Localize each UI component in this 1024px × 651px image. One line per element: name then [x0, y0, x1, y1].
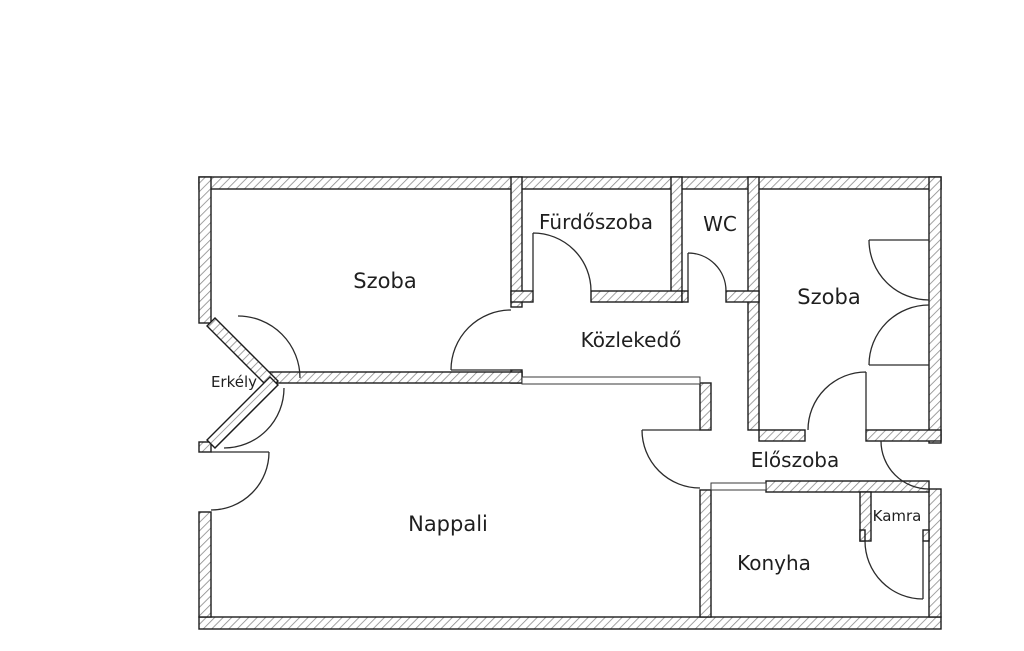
wall-left-stub [198, 441, 212, 453]
exterior-walls [198, 176, 942, 630]
wall-segment [699, 382, 712, 431]
wall-segment [758, 429, 806, 442]
door-arc-bedroom-left [450, 309, 512, 371]
door-arc-bedroom-right [807, 371, 867, 431]
wall-segment [590, 290, 683, 303]
wall-bottom [198, 616, 942, 630]
wall-left-lower [198, 511, 212, 618]
wall-segment [747, 176, 760, 431]
wall-right-upper [928, 176, 942, 444]
room-label-corridor: Közlekedő [581, 328, 682, 352]
passage-corridor-livingroom [521, 376, 701, 385]
wall-segment [859, 529, 866, 542]
door-arc-pantry [864, 540, 924, 600]
wall-segment [699, 489, 712, 618]
interior-walls [206, 176, 942, 618]
wall-segment [510, 176, 523, 308]
wall-segment [681, 290, 689, 303]
door-arc-entrance [880, 440, 930, 490]
door-arc-bathroom [532, 232, 592, 292]
room-label-bathroom: Fürdőszoba [539, 210, 653, 234]
wall-top [198, 176, 942, 190]
room-label-bedroom-left: Szoba [353, 269, 416, 293]
door-arc-wc [687, 252, 727, 292]
door-arc-livingroom-entryhall [641, 429, 701, 489]
room-labels: Szoba Fürdőszoba WC Szoba Közlekedő Erké… [211, 210, 921, 575]
room-label-pantry: Kamra [873, 507, 922, 525]
wall-segment [264, 371, 523, 384]
door-arc-closet-upper [868, 239, 930, 301]
wall-segment [725, 290, 760, 303]
door-arc-balcony-upper [237, 315, 301, 379]
room-label-kitchen: Konyha [737, 551, 811, 575]
room-label-living-room: Nappali [408, 512, 488, 536]
room-label-bedroom-right: Szoba [797, 285, 860, 309]
passage-entryhall-kitchen [710, 482, 767, 491]
room-label-balcony: Erkély [211, 373, 257, 391]
wall-segment [865, 429, 942, 442]
wall-segment [510, 290, 534, 303]
doors [210, 232, 930, 600]
balcony-wall-upper [206, 317, 279, 390]
room-label-entry-hall: Előszoba [751, 448, 840, 472]
door-arc-closet-lower [868, 304, 930, 366]
wall-segment [670, 176, 683, 303]
room-label-wc: WC [703, 212, 737, 236]
balcony-wall-lower [206, 376, 279, 449]
door-arc-livingroom-left [210, 451, 270, 511]
passages [521, 376, 767, 491]
wall-right-lower [928, 488, 942, 618]
wall-segment [922, 529, 930, 542]
wall-left-upper [198, 176, 212, 324]
door-arc-balcony-lower [223, 387, 285, 449]
